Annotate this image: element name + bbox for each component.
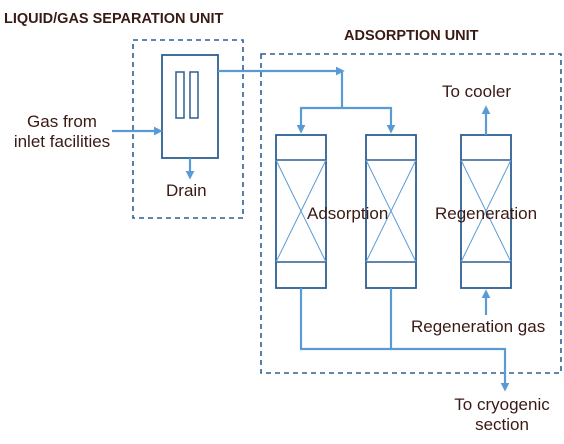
regenerator (460, 134, 512, 289)
feed-to-adsorber-1-arrow (296, 106, 342, 134)
separator-internal-left (175, 71, 185, 119)
adsorber-1-outlet-line (299, 288, 391, 351)
adsorption-label: Adsorption (307, 204, 389, 223)
regeneration-gas-label: Regeneration gas (411, 317, 546, 336)
inlet-label-line2: inlet facilities (13, 131, 111, 151)
to-cryogenic-arrow (391, 347, 510, 392)
feed-to-adsorber-2-arrow (342, 106, 396, 134)
adsorption-unit-boundary (260, 53, 562, 374)
adsorber-2 (365, 134, 417, 289)
to-cryogenic-label: To cryogenic section (440, 395, 564, 434)
drain-label: Drain (166, 181, 207, 200)
inlet-label: Gas from inlet facilities (4, 112, 120, 151)
regeneration-label: Regeneration (435, 204, 538, 223)
to-cryogenic-line1: To cryogenic (454, 395, 550, 414)
separation-unit-title: LIQUID/GAS SEPARATION UNIT (4, 11, 224, 27)
separator-internal-right (189, 71, 199, 119)
to-cryogenic-line2: section (475, 414, 529, 434)
to-cooler-label: To cooler (442, 82, 511, 101)
separation-unit-boundary (132, 39, 244, 219)
adsorber-1 (275, 134, 327, 289)
inlet-label-line1: Gas from (27, 112, 97, 131)
adsorption-unit-title: ADSORPTION UNIT (344, 28, 479, 44)
